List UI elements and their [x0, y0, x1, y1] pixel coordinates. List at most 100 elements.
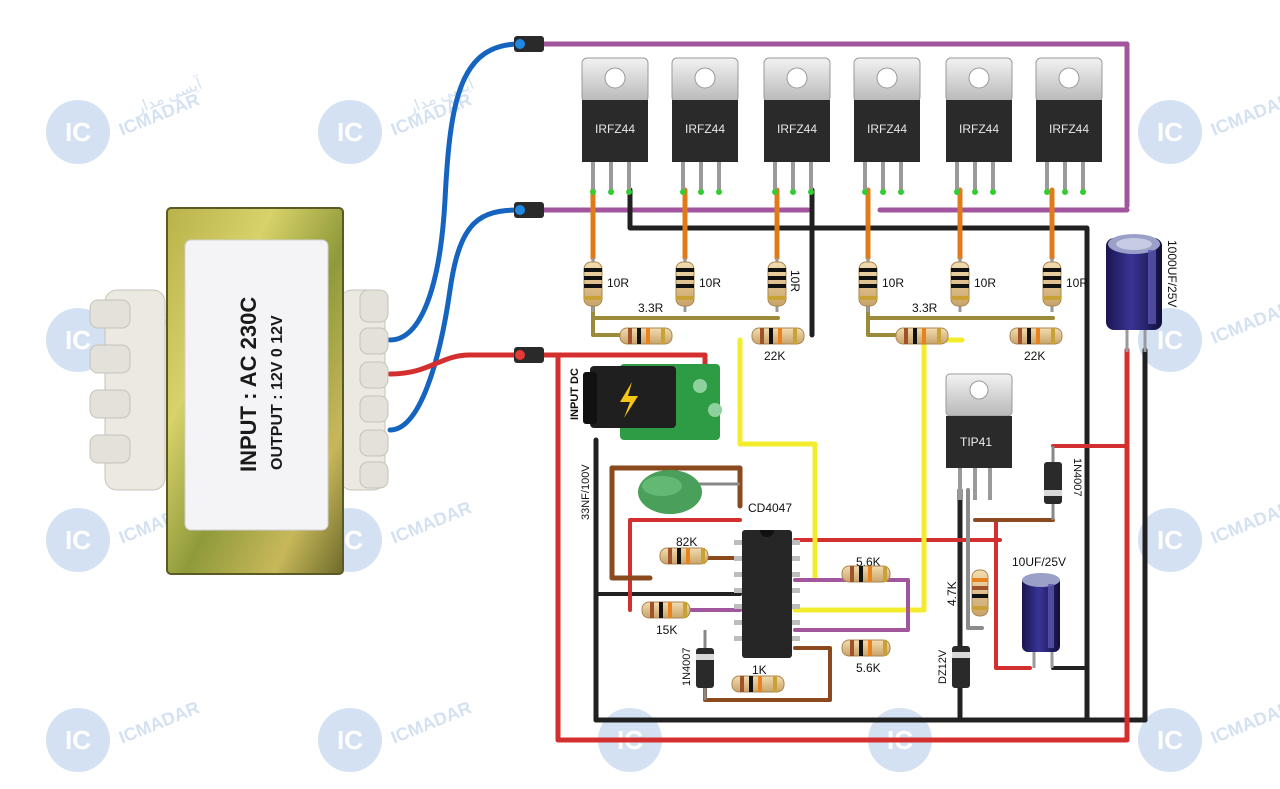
resistor-82k — [659, 547, 709, 565]
svg-text:IC: IC — [1157, 725, 1183, 755]
gate-resistor-4: 10R — [858, 258, 904, 312]
transformer-input-label: INPUT : AC 230C — [236, 297, 261, 472]
lightning-icon — [620, 382, 638, 418]
transformer: INPUT : AC 230C OUTPUT : 12V 0 12V — [89, 207, 389, 575]
brown-wire-cap — [609, 465, 743, 509]
watermark-logo: IC ICMADAR — [1138, 497, 1280, 572]
svg-text:IC: IC — [65, 525, 91, 555]
connector-top — [514, 36, 544, 52]
gate-resistor-6: 10R — [1042, 258, 1088, 312]
wires-layer — [387, 41, 1148, 743]
mosfet-group: IRFZ44 IRFZ44 IRFZ44 IRFZ44 IRFZ44 IRFZ44 — [581, 57, 1103, 195]
svg-text:IC: IC — [337, 725, 363, 755]
svg-text:IC: IC — [1157, 325, 1183, 355]
resistor-15k — [641, 601, 691, 619]
connector-bottom — [514, 347, 544, 363]
diode-right — [1044, 446, 1062, 520]
tip41-label: TIP41 — [960, 435, 992, 449]
watermark-logo: IC ICMADAR آیسی مدار — [46, 72, 206, 164]
purple-wire-ic — [793, 578, 910, 632]
transistor-tip41 — [945, 373, 1013, 500]
olive-wire-right-gates — [866, 303, 1055, 337]
gate-resistor-label: 10R — [607, 276, 629, 290]
yellow-wire-left — [737, 337, 818, 583]
red-wire-transformer — [387, 352, 523, 377]
resistor-22k-left — [751, 327, 805, 345]
transformer-output-label: OUTPUT : 12V 0 12V — [269, 315, 286, 470]
ic-label: CD4047 — [748, 501, 792, 515]
r-4k7-label: 4.7K — [945, 581, 959, 606]
svg-text:IC: IC — [65, 325, 91, 355]
svg-text:IC: IC — [1157, 117, 1183, 147]
capacitor-10uf — [1022, 573, 1060, 668]
r-22k-right-label: 22K — [1024, 349, 1045, 363]
resistor-3r3-left — [619, 327, 673, 345]
r-22k-left-label: 22K — [764, 349, 785, 363]
mosfet-5: IRFZ44 — [945, 57, 1013, 195]
diode-right-label: 1N4007 — [1071, 458, 1083, 497]
watermark-logo: IC ICMADAR — [46, 697, 202, 772]
capacitor-1000uf — [1106, 234, 1162, 352]
diode-left — [696, 630, 714, 700]
r-15k-label: 15K — [656, 623, 677, 637]
blue-wire-middle — [387, 207, 523, 433]
mosfet-3: IRFZ44 — [763, 57, 831, 195]
gate-resistor-3: 10R — [767, 258, 802, 312]
svg-text:ICMADAR: ICMADAR — [1208, 697, 1280, 747]
svg-text:ICMADAR: ICMADAR — [388, 497, 474, 547]
mosfet-label: IRFZ44 — [777, 122, 817, 136]
gate-resistor-1: 10R — [583, 258, 629, 312]
resistor-1k — [731, 675, 785, 693]
svg-text:ICMADAR: ICMADAR — [388, 697, 474, 747]
blue-wire-top — [387, 41, 523, 343]
watermark-logo: IC ICMADAR — [318, 697, 474, 772]
zener-label: DZ12V — [937, 649, 949, 684]
svg-text:ICMADAR: ICMADAR — [1208, 89, 1280, 139]
capacitor-1000uf-label: 1000UF/25V — [1165, 240, 1179, 307]
red-wire-ic — [628, 518, 742, 612]
orange-gate-wires — [590, 187, 1055, 261]
dc-input-jack — [583, 364, 722, 440]
r-1k-label: 1K — [752, 663, 767, 677]
gray-wire-tip — [966, 488, 984, 630]
mosfet-4: IRFZ44 — [853, 57, 921, 195]
purple-wire-top — [537, 41, 1130, 209]
connector-middle — [514, 202, 544, 218]
gate-resistor-group: 10R 10R 10R 10R 10R 10R — [583, 258, 1088, 312]
ic-cd4047 — [734, 530, 800, 658]
r-56k-bottom-label: 5.6K — [856, 661, 881, 675]
svg-text:IC: IC — [1157, 525, 1183, 555]
resistor-22k-right — [1009, 327, 1063, 345]
mosfet-label: IRFZ44 — [867, 122, 907, 136]
watermark-logo: IC ICMADAR — [1138, 697, 1280, 772]
resistor-56k-top — [841, 565, 891, 583]
mosfet-label: IRFZ44 — [1049, 122, 1089, 136]
gate-resistor-label: 10R — [1066, 276, 1088, 290]
gate-resistor-label: 10R — [699, 276, 721, 290]
olive-wire-left-gates — [591, 303, 780, 337]
gate-resistor-label: 10R — [788, 270, 802, 292]
black-wire-bus — [627, 187, 1090, 723]
gate-resistor-label: 10R — [974, 276, 996, 290]
diode-left-label: 1N4007 — [681, 647, 693, 686]
r-3r3-right-label: 3.3R — [912, 301, 938, 315]
resistor-56k-bottom — [841, 639, 891, 657]
svg-text:IC: IC — [65, 725, 91, 755]
svg-text:ICMADAR: ICMADAR — [1208, 497, 1280, 547]
r-3r3-left-label: 3.3R — [638, 301, 664, 315]
svg-text:ICMADAR: ICMADAR — [116, 697, 202, 747]
capacitor-10uf-label: 10UF/25V — [1012, 555, 1066, 569]
mosfet-2: IRFZ44 — [671, 57, 739, 195]
red-wire-cap10 — [994, 518, 1032, 670]
gate-resistor-2: 10R — [675, 258, 721, 312]
mosfet-label: IRFZ44 — [595, 122, 635, 136]
gate-resistor-label: 10R — [882, 276, 904, 290]
mosfet-6: IRFZ44 — [1035, 57, 1103, 195]
capacitor-33nf-label: 33NF/100V — [580, 464, 592, 520]
r-82k-label: 82K — [676, 535, 697, 549]
mosfet-label: IRFZ44 — [685, 122, 725, 136]
gate-resistor-5: 10R — [950, 258, 996, 312]
horizontal-resistor-group — [619, 327, 1063, 693]
